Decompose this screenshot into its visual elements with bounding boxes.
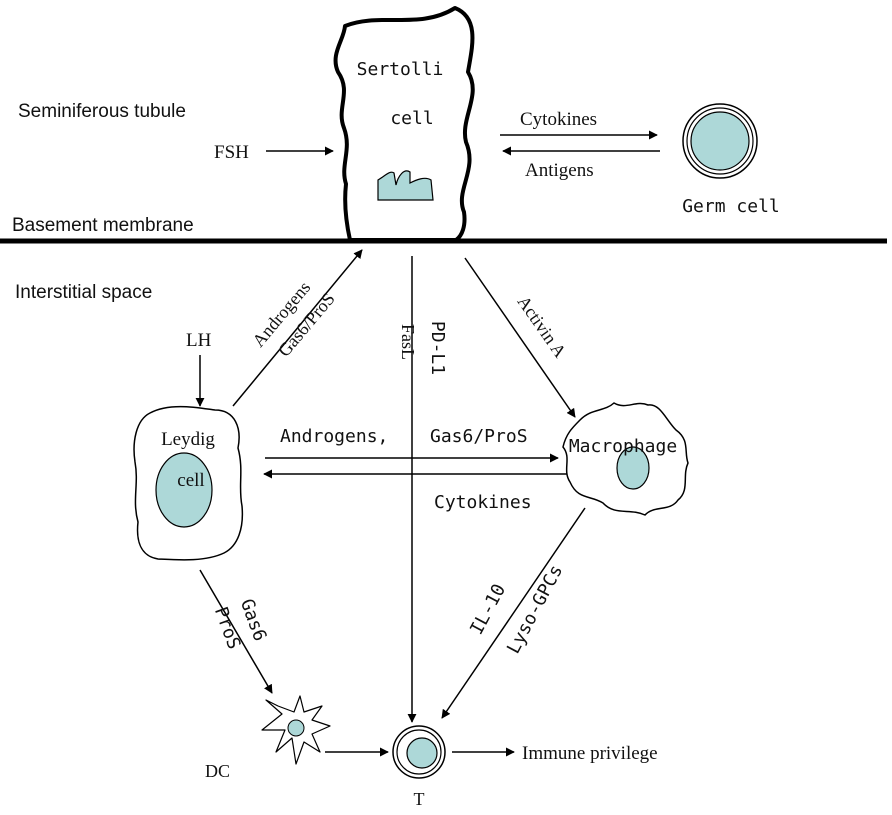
- sertoli-cell: Sertolli cell: [333, 6, 475, 242]
- sertoli-cell-outline: [333, 6, 475, 242]
- androgens-to-macrophage-label: Androgens,: [280, 426, 388, 447]
- dc-nucleus: [287, 719, 305, 737]
- germ-cell-nucleus: [690, 111, 750, 171]
- leydig-cell: Leydig cell: [133, 405, 244, 561]
- dc-cell: DC: [205, 695, 331, 781]
- lh-label: LH: [186, 330, 212, 351]
- il10-label: IL-10: [466, 581, 510, 639]
- t-cell: T: [392, 725, 446, 809]
- macrophage-nucleus: [616, 446, 650, 490]
- fasl-label: FasL: [398, 324, 418, 360]
- region-label-interstitial-space: Interstitial space: [15, 282, 152, 303]
- fsh-label: FSH: [214, 142, 249, 163]
- region-label-basement-membrane: Basement membrane: [12, 215, 194, 236]
- leydig-label-line1: Leydig: [161, 429, 215, 450]
- leydig-label-line2: cell: [177, 470, 204, 491]
- gas6-pros-to-macrophage-label: Gas6/ProS: [430, 426, 528, 447]
- immune-privilege-label: Immune privilege: [522, 743, 658, 764]
- activin-a-label: Activin A: [514, 292, 571, 361]
- macrophage-to-t-arrow: [441, 507, 586, 719]
- sertoli-nucleus: [377, 170, 434, 201]
- dc-label: DC: [205, 761, 230, 781]
- leydig-to-sertoli-arrow: [232, 249, 363, 407]
- activin-a-arrow: [464, 257, 576, 418]
- germ-cell-label: Germ cell: [682, 196, 780, 217]
- macrophage-label: Macrophage: [569, 436, 677, 457]
- macrophage-cell: Macrophage: [562, 402, 689, 516]
- t-cell-nucleus: [406, 737, 438, 769]
- cytokines-to-germ-label: Cytokines: [520, 109, 597, 130]
- leydig-to-dc-arrow: [199, 569, 273, 694]
- lyso-gpcs-label: Lyso-GPCs: [503, 561, 567, 657]
- germ-cell: Germ cell: [682, 103, 780, 217]
- t-cell-label: T: [414, 789, 425, 809]
- region-label-seminiferous-tubule: Seminiferous tubule: [18, 101, 186, 122]
- antigens-label: Antigens: [525, 160, 594, 181]
- sertoli-label-line1: Sertolli: [357, 59, 444, 80]
- sertoli-label-line2: cell: [390, 108, 433, 129]
- cytokines-to-leydig-label: Cytokines: [434, 492, 532, 513]
- pd-l1-label: PD-L1: [427, 321, 448, 375]
- leydig-nucleus: [155, 452, 213, 528]
